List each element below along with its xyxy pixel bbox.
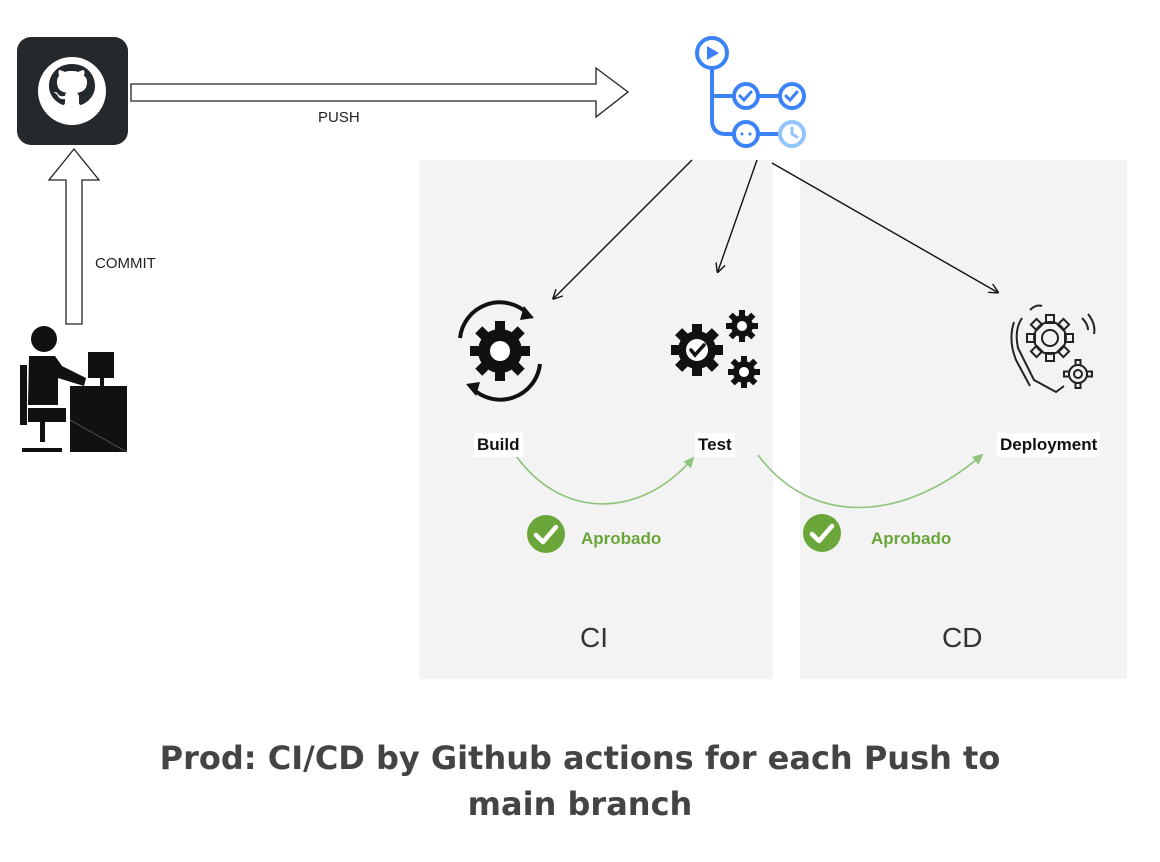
check-circle-icon: [803, 514, 841, 552]
push-label: PUSH: [318, 109, 360, 126]
test-stage-label: Test: [695, 433, 735, 457]
build-gear-cycle-icon: [458, 300, 542, 402]
github-actions-icon: [695, 36, 806, 148]
ci-zone: [419, 160, 773, 679]
push-arrow: [130, 66, 630, 119]
deployment-gears-hand-icon: [1010, 304, 1096, 394]
build-stage-label: Build: [474, 433, 523, 457]
diagram-canvas: [17, 36, 1096, 553]
commit-label: COMMIT: [95, 255, 156, 272]
commit-arrow: [47, 147, 101, 325]
arrow-to-deployment: [771, 162, 997, 292]
ci-zone-label: CI: [580, 622, 608, 653]
test-gears-check-icon: [671, 310, 760, 388]
approval-label-build-test: Aprobado: [581, 529, 662, 548]
github-icon: [17, 37, 128, 145]
flow-build-to-test: [513, 452, 695, 505]
flow-test-to-deployment: [757, 453, 984, 509]
arrow-to-test: [718, 159, 758, 271]
arrow-to-build: [554, 159, 693, 298]
cd-zone: [800, 160, 1127, 679]
cd-zone-label: CD: [942, 622, 983, 653]
deployment-stage-label: Deployment: [997, 433, 1101, 457]
check-circle-icon: [527, 515, 565, 553]
caption-line-1: Prod: CI/CD by Github actions for each P…: [159, 739, 1001, 777]
diagram-caption: Prod: CI/CD by Github actions for each P…: [0, 735, 1160, 827]
caption-line-2: main branch: [467, 785, 693, 823]
developer-at-desk-icon: [20, 326, 128, 453]
approval-label-test-deployment: Aprobado: [871, 529, 952, 548]
